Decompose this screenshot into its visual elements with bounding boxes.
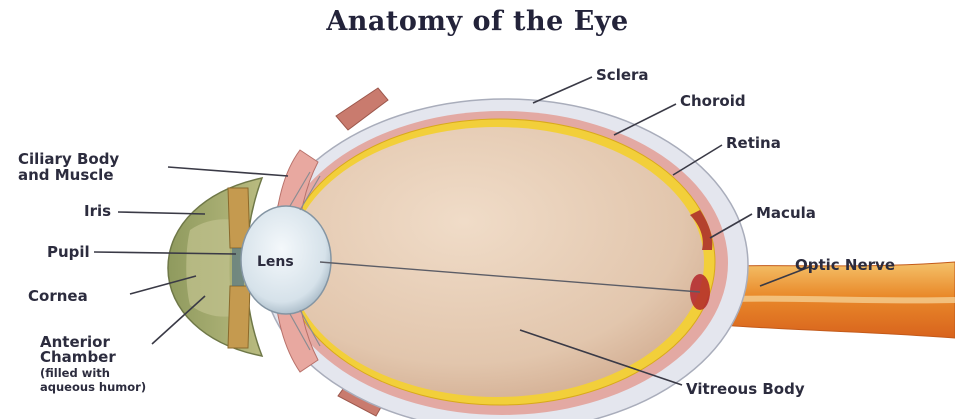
label-vitreous-body: Vitreous Body	[686, 380, 805, 398]
anterior-chamber-shape	[186, 219, 234, 316]
label-sclera: Sclera	[596, 66, 649, 84]
label-macula: Macula	[756, 204, 816, 222]
label-optic-nerve: Optic Nerve	[795, 256, 895, 274]
label-choroid: Choroid	[680, 92, 746, 110]
label-retina: Retina	[726, 134, 781, 152]
label-anterior-chamber-line2: Chamber	[40, 348, 116, 366]
label-ciliary-body-line2: and Muscle	[18, 166, 114, 184]
label-iris: Iris	[84, 202, 111, 220]
label-anterior-chamber-line4: aqueous humor)	[40, 380, 146, 394]
label-lens: Lens	[257, 254, 294, 270]
vitreous-body-shape	[290, 127, 704, 397]
label-anterior-chamber-line3: (filled with	[40, 366, 110, 380]
label-cornea: Cornea	[28, 287, 88, 305]
label-pupil: Pupil	[47, 243, 90, 261]
